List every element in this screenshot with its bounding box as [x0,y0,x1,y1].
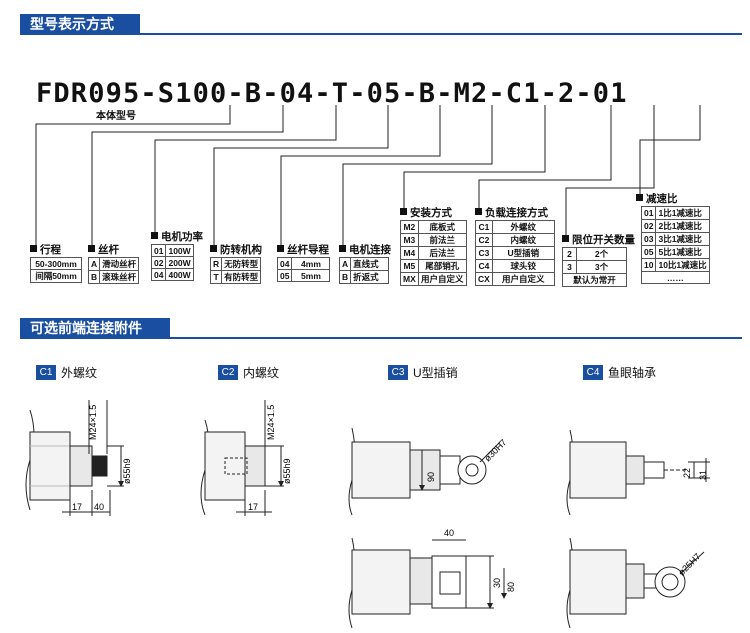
c2-dia-dim: ø55h9 [282,458,292,484]
model-code-char: B [418,78,436,109]
model-code-char: - [262,78,279,109]
c3-s2-dim: 80 [506,582,516,592]
c3-h-dim: 90 [426,472,436,482]
model-code-char: 0 [592,78,610,109]
accessory-name-c4: 鱼眼轴承 [608,366,657,380]
model-code-char: 1 [610,78,627,109]
model-code-char: F [36,78,53,109]
c1-thread-dim: M24×1.5 [88,405,98,440]
label-antirot: 防转机构 [210,242,262,257]
model-code-char: M [453,78,470,109]
model-code-char: 0 [210,78,227,109]
model-code-char: R [70,78,88,109]
label-limit: 限位开关数量 [562,232,635,247]
model-code-char: 5 [123,78,140,109]
section-rule [20,337,742,339]
model-code-char: 1 [175,78,192,109]
limit-note: 默认为常开 [562,273,627,287]
model-code-char: - [575,78,592,109]
drawing-c4-side [566,537,705,629]
model-code-char: - [436,78,453,109]
model-code-char: 0 [279,78,296,109]
model-code-char: 2 [471,78,488,109]
c1-dim-b: 40 [94,502,104,512]
drawing-c4-top [566,429,710,516]
label-stroke: 行程 [30,242,61,257]
model-code-char: - [314,78,331,109]
model-code-char: 2 [558,78,575,109]
badge-c2: C2 [218,365,238,380]
model-code-char: - [540,78,557,109]
c1-dim-a: 17 [72,502,82,512]
c4-dim-a: 22 [682,468,692,478]
model-code-char: C [505,78,523,109]
c4-dim-b: 31 [698,470,708,480]
label-screw: 丝杆 [88,242,119,257]
body-model-label: 本体型号 [96,111,136,122]
label-power: 电机功率 [151,229,203,244]
section-title-model: 型号表示方式 [20,14,140,34]
badge-c1: C1 [36,365,56,380]
c2-dim-a: 17 [248,502,258,512]
model-code-char: 9 [105,78,122,109]
reducer-more: …… [641,271,710,284]
label-load-conn: 负载连接方式 [475,205,548,220]
label-mount: 安装方式 [400,205,452,220]
model-code-char: - [401,78,418,109]
c3-w-dim: 40 [444,528,454,538]
badge-c4: C4 [583,365,603,380]
label-lead: 丝杆导程 [277,242,329,257]
drawing-c2 [200,400,284,516]
model-code-char: - [140,78,157,109]
model-code-char: T [331,78,349,109]
model-code-char: 0 [366,78,383,109]
c2-thread-dim: M24×1.5 [266,405,276,440]
section-rule [20,33,742,35]
model-code-char: 1 [523,78,540,109]
accessory-name-c1: 外螺纹 [61,366,98,380]
label-reducer: 减速比 [636,191,678,206]
c3-s1-dim: 30 [492,578,502,588]
model-code-char: B [244,78,262,109]
model-code-char: - [349,78,366,109]
table-stroke: 50-300mm 间隔50mm [30,257,82,283]
drawing-c3-side [348,537,507,629]
label-motor-conn: 电机连接 [339,242,391,257]
model-code-char: D [53,78,70,109]
section-title-accessories: 可选前端连接附件 [20,318,170,338]
model-code-char: - [488,78,505,109]
model-code-char: S [157,78,175,109]
accessory-name-c3: U型插销 [413,366,458,380]
accessory-name-c2: 内螺纹 [243,366,280,380]
drawing-c3-top [348,427,501,516]
c3-pin-dim: ø30H7 [482,437,508,463]
badge-c3: C3 [388,365,408,380]
model-code-char: 5 [384,78,401,109]
c1-dia-dim: ø55h9 [122,458,132,484]
model-code-char: 0 [192,78,209,109]
model-code-char: 0 [88,78,105,109]
model-code-char: 4 [297,78,314,109]
c4-eye-dim: ø25H7 [676,551,702,577]
model-code-char: - [227,78,244,109]
drawing-c1 [25,400,124,516]
